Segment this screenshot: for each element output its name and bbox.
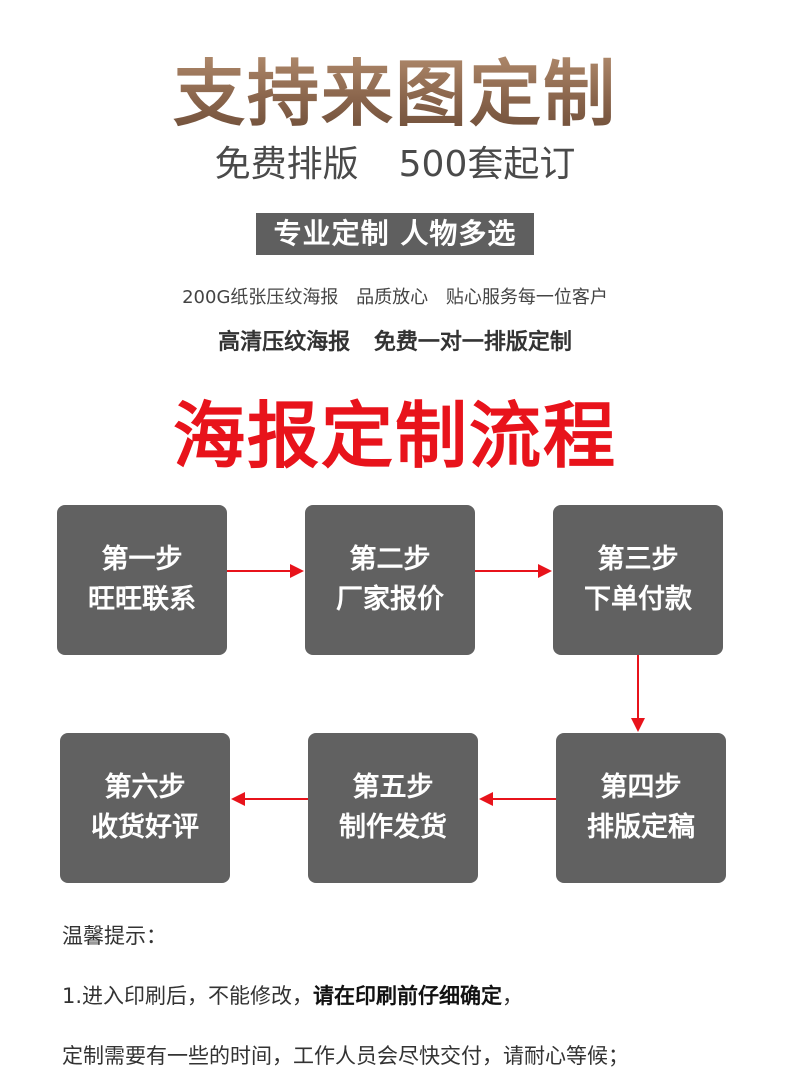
desc-paper: 200G纸张压纹海报: [182, 287, 339, 308]
page-title: 支持来图定制: [0, 52, 790, 136]
step-3-label: 下单付款: [584, 584, 692, 615]
step-3-number: 第三步: [597, 544, 679, 575]
tips-line-2: 定制需要有一些的时间，工作人员会尽快交付，请耐心等候；: [62, 1044, 629, 1068]
tips-line-1: 1.进入印刷后，不能修改，请在印刷前仔细确定，: [62, 981, 523, 1011]
desc-service: 贴心服务每一位客户: [445, 287, 608, 308]
process-title: 海报定制流程: [172, 394, 617, 478]
desc-quality: 品质放心: [356, 287, 429, 308]
step-6-box: 第六步 收货好评: [60, 733, 230, 883]
step-5-box: 第五步 制作发货: [308, 733, 478, 883]
step-2-label: 厂家报价: [336, 584, 444, 615]
description-line: 200G纸张压纹海报 品质放心 贴心服务每一位客户: [0, 286, 790, 310]
tips-heading: 温馨提示：: [62, 924, 167, 948]
arrow-step2-to-step3: [475, 564, 552, 578]
subtitle-free-layout: 免费排版: [214, 144, 359, 185]
step-4-label: 排版定稿: [587, 812, 695, 843]
step-6-number: 第六步: [104, 772, 186, 803]
step-1-box: 第一步 旺旺联系: [57, 505, 227, 655]
step-6-label: 收货好评: [91, 812, 199, 843]
feature-free-design: 免费一对一排版定制: [373, 330, 572, 355]
arrow-step5-to-step6: [231, 792, 308, 806]
step-4-box: 第四步 排版定稿: [556, 733, 726, 883]
tips-line-1-bold: 请在印刷前仔细确定: [313, 984, 503, 1008]
step-1-number: 第一步: [101, 544, 183, 575]
feature-hd: 高清压纹海报: [218, 330, 351, 355]
arrow-step4-to-step5: [479, 792, 556, 806]
step-5-number: 第五步: [352, 772, 434, 803]
subtitle-min-order: 500套起订: [398, 144, 576, 185]
step-5-label: 制作发货: [339, 812, 447, 843]
arrow-step3-to-step4: [631, 655, 645, 732]
step-1-label: 旺旺联系: [88, 584, 196, 615]
subtitle: 免费排版 500套起订: [0, 140, 790, 190]
custom-badge: 专业定制 人物多选: [255, 213, 535, 255]
feature-line: 高清压纹海报 免费一对一排版定制: [0, 328, 790, 358]
step-2-number: 第二步: [349, 544, 431, 575]
step-3-box: 第三步 下单付款: [553, 505, 723, 655]
step-4-number: 第四步: [600, 772, 682, 803]
arrow-step1-to-step2: [227, 564, 304, 578]
tips-line-1-normal: 1.进入印刷后，不能修改，: [62, 984, 314, 1008]
step-2-box: 第二步 厂家报价: [305, 505, 475, 655]
tips-line-1-end: ，: [502, 984, 524, 1008]
badge-row: 专业定制 人物多选: [0, 213, 790, 255]
